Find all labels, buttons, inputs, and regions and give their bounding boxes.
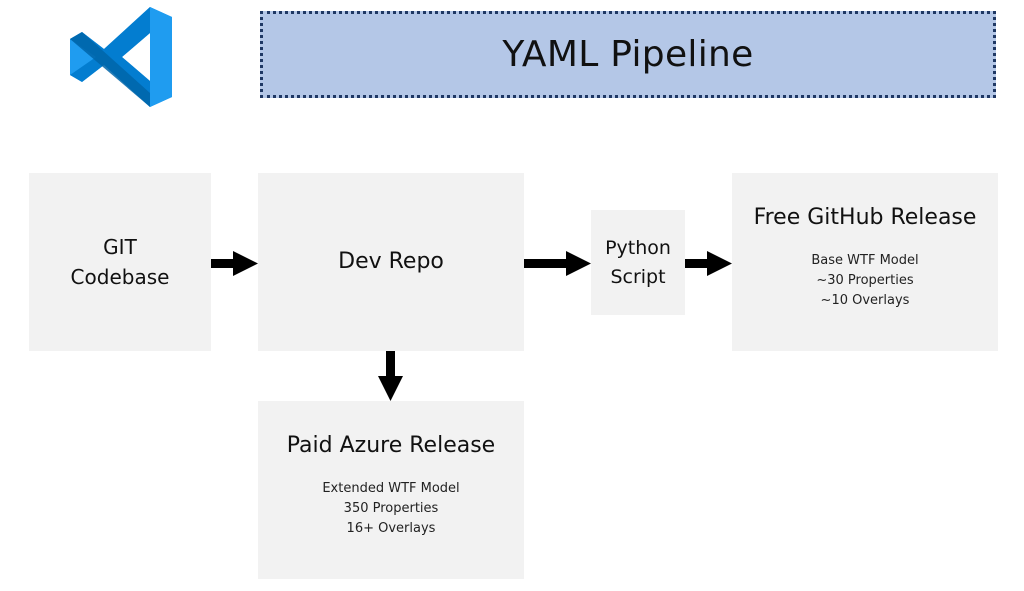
arrow-python-to-github xyxy=(685,251,732,276)
arrow-git-to-dev xyxy=(211,251,258,276)
vscode-logo-icon xyxy=(70,7,172,107)
node-azure-release: Paid Azure Release Extended WTF Model 35… xyxy=(258,401,524,579)
node-git-codebase: GIT Codebase xyxy=(29,173,211,351)
node-dev-repo-label: Dev Repo xyxy=(338,249,444,274)
node-python-script: Python Script xyxy=(591,210,685,315)
github-detail-overlays: ~10 Overlays xyxy=(820,293,910,308)
azure-detail-overlays: 16+ Overlays xyxy=(346,521,436,536)
azure-detail-properties: 350 Properties xyxy=(343,501,439,516)
page-title: YAML Pipeline xyxy=(502,34,754,75)
node-python-script-label: Python Script xyxy=(605,236,671,288)
node-dev-repo: Dev Repo xyxy=(258,173,524,351)
arrow-dev-to-azure xyxy=(378,351,403,401)
node-github-release-label: Free GitHub Release xyxy=(753,205,977,230)
node-github-release: Free GitHub Release Base WTF Model ~30 P… xyxy=(732,173,998,351)
azure-detail-model: Extended WTF Model xyxy=(322,481,460,496)
node-azure-release-details: Extended WTF Model 350 Properties 16+ Ov… xyxy=(322,479,459,539)
github-detail-model: Base WTF Model xyxy=(811,253,919,268)
title-banner: YAML Pipeline xyxy=(260,11,996,98)
arrow-dev-to-python xyxy=(524,251,591,276)
node-github-release-details: Base WTF Model ~30 Properties ~10 Overla… xyxy=(811,251,918,311)
node-git-codebase-label: GIT Codebase xyxy=(70,235,170,289)
github-detail-properties: ~30 Properties xyxy=(816,273,914,288)
node-azure-release-label: Paid Azure Release xyxy=(286,433,496,458)
